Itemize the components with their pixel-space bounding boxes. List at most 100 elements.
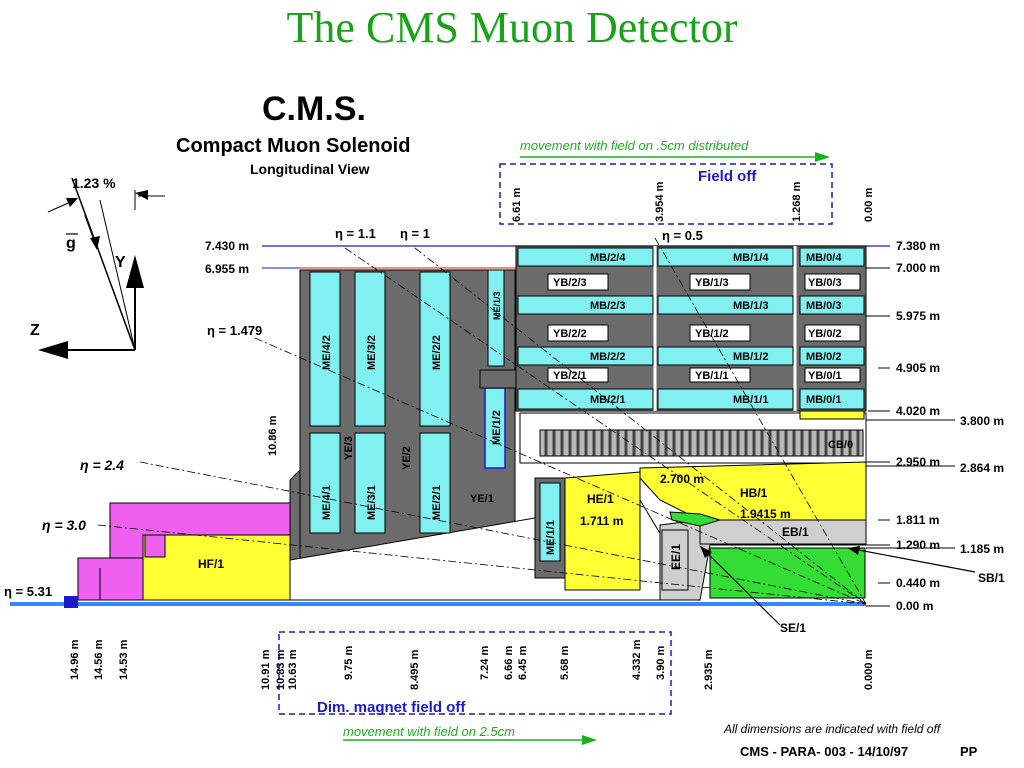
se1-label: SE/1 [780, 621, 806, 635]
me42-label: ME/4/2 [321, 335, 333, 370]
me12-label: ME/1/2 [491, 410, 503, 445]
beam-marker [64, 596, 78, 608]
mb-1-3: MB/1/3 [733, 300, 768, 312]
mb-2-3: MB/2/3 [590, 300, 625, 312]
mb-0-3: MB/0/3 [806, 300, 841, 312]
view-label: Longitudinal View [250, 161, 370, 177]
calorimeters: HE/1 HB/1 EB/1 EE/1 2.700 m 1.9415 m 1.7… [564, 461, 867, 601]
yb-0-1: YB/0/1 [808, 370, 842, 382]
mb-row-1: MB/2/1 MB/1/1 MB/0/1 [517, 388, 865, 420]
top-dim-2: 1.268 m [791, 181, 803, 222]
bottom-dim-3: 10.91 m [260, 649, 272, 690]
me32-chamber [354, 271, 386, 427]
dim-3800: 3.800 m [960, 414, 1004, 428]
bottom-dim-1: 14.56 m [93, 639, 105, 680]
mb-row-2: MB/2/2 MB/1/2 MB/0/2 [517, 346, 865, 366]
cb0-label: CB/0 [828, 439, 853, 451]
mb-row-3: MB/2/3 MB/1/3 MB/0/3 [517, 295, 865, 315]
sb1-label: SB/1 [978, 571, 1005, 585]
dim-6955: 6.955 m [205, 262, 249, 276]
bottom-dim-14: 2.935 m [703, 649, 715, 690]
cms-heading: C.M.S. [262, 90, 366, 128]
me22-chamber [419, 271, 451, 427]
dim-2700: 2.700 m [660, 472, 704, 486]
movement-top-label: movement with field on .5cm distributed [520, 138, 749, 153]
dim-4905: 4.905 m [896, 361, 940, 375]
magnet-dim-box [278, 631, 672, 715]
hf1-label: HF/1 [198, 557, 224, 571]
field-off-label: Field off [698, 168, 757, 185]
mb-1-2: MB/1/2 [733, 351, 768, 363]
yb-1-3: YB/1/3 [695, 277, 729, 289]
dim-19415: 1.9415 m [740, 507, 791, 521]
dim-1711: 1.711 m [580, 514, 623, 528]
yb-2-3: YB/2/3 [553, 277, 587, 289]
dim-5975: 5.975 m [896, 309, 940, 323]
dim-000: 0.00 m [896, 599, 933, 613]
me22-label: ME/2/2 [431, 335, 443, 370]
bottom-dim-8: 7.24 m [479, 646, 491, 680]
eta-1-479: η = 1.479 [207, 323, 262, 338]
footer-note: All dimensions are indicated with field … [723, 722, 942, 736]
y-axis-label: Y [115, 254, 126, 271]
bottom-dim-2: 14.53 m [118, 639, 130, 680]
slide-title: The CMS Muon Detector [286, 3, 738, 52]
magnet-dim-label: Dim. magnet field off [317, 699, 466, 716]
bottom-dim-11: 5.68 m [559, 646, 571, 680]
yb-1-1: YB/1/1 [695, 370, 729, 382]
yb-row-3: YB/2/3 YB/1/3 YB/0/3 [547, 273, 861, 291]
mb-1-1: MB/1/1 [733, 394, 768, 406]
me32-label: ME/3/2 [366, 335, 378, 370]
mb-2-2: MB/2/2 [590, 351, 625, 363]
me41-chamber [309, 432, 341, 534]
he1-label: HE/1 [587, 492, 614, 506]
dim-7000: 7.000 m [896, 261, 940, 275]
yb-2-1: YB/2/1 [553, 370, 587, 382]
eta-2-4: η = 2.4 [80, 457, 124, 473]
dim-7380: 7.380 m [896, 239, 940, 253]
eta-1: η = 1 [400, 226, 430, 241]
me31-chamber [354, 432, 386, 534]
cb0-coil [539, 429, 864, 457]
eta-lines [97, 237, 867, 605]
me11-label: ME/1/1 [545, 520, 557, 555]
eta-1-1: η = 1.1 [335, 226, 376, 241]
dim-0440: 0.440 m [896, 576, 940, 590]
cms-full-name: Compact Muon Solenoid [176, 135, 410, 157]
top-dim-3: 0.00 m [863, 188, 875, 222]
dim-2950: 2.950 m [896, 455, 940, 469]
dim-7430: 7.430 m [205, 239, 249, 253]
me13-label: ME/1/3 [492, 291, 502, 320]
ye3-label: YE/3 [343, 436, 355, 460]
hb1-label: HB/1 [740, 486, 768, 500]
tilt-percent: 1.23 % [72, 175, 116, 191]
bottom-dims: 14.96 m 14.56 m 14.53 m 10.91 m 10.83 m … [69, 639, 875, 690]
ee1-label: EE/1 [669, 544, 683, 570]
eta-5-31: η = 5.31 [4, 584, 52, 599]
z-axis-label: Z [30, 322, 40, 339]
mb-1-4: MB/1/4 [733, 252, 769, 264]
yb-row-1: YB/2/1 YB/1/1 YB/0/1 [547, 367, 861, 383]
yb-1-2: YB/1/2 [695, 328, 729, 340]
yb-2-2: YB/2/2 [553, 328, 587, 340]
footer-initials: PP [960, 744, 978, 759]
dim-2864: 2.864 m [960, 461, 1004, 475]
bottom-dim-4: 10.83 m [275, 649, 287, 690]
me41-label: ME/4/1 [321, 485, 333, 520]
top-dim-0: 6.61 m [511, 188, 523, 222]
bottom-dim-13: 3.90 m [655, 646, 667, 680]
yb-0-2: YB/0/2 [808, 328, 842, 340]
bottom-dim-9: 6.66 m [503, 646, 515, 680]
bottom-dim-10: 6.45 m [517, 646, 529, 680]
bottom-dim-15: 0.000 m [863, 649, 875, 690]
mb-0-1: MB/0/1 [806, 394, 841, 406]
top-dim-1: 3.954 m [654, 181, 666, 222]
mb-2-4: MB/2/4 [590, 252, 626, 264]
dim-1290: 1.290 m [896, 538, 940, 552]
ye2-label: YE/2 [401, 446, 413, 470]
movement-bottom-label: movement with field on 2.5cm [343, 724, 515, 739]
eb1-label: EB/1 [782, 525, 809, 539]
mb-0-4: MB/0/4 [806, 252, 842, 264]
right-dims: 7.380 m 7.000 m 5.975 m 4.905 m 4.020 m … [699, 239, 1005, 635]
me31-label: ME/3/1 [366, 485, 378, 520]
